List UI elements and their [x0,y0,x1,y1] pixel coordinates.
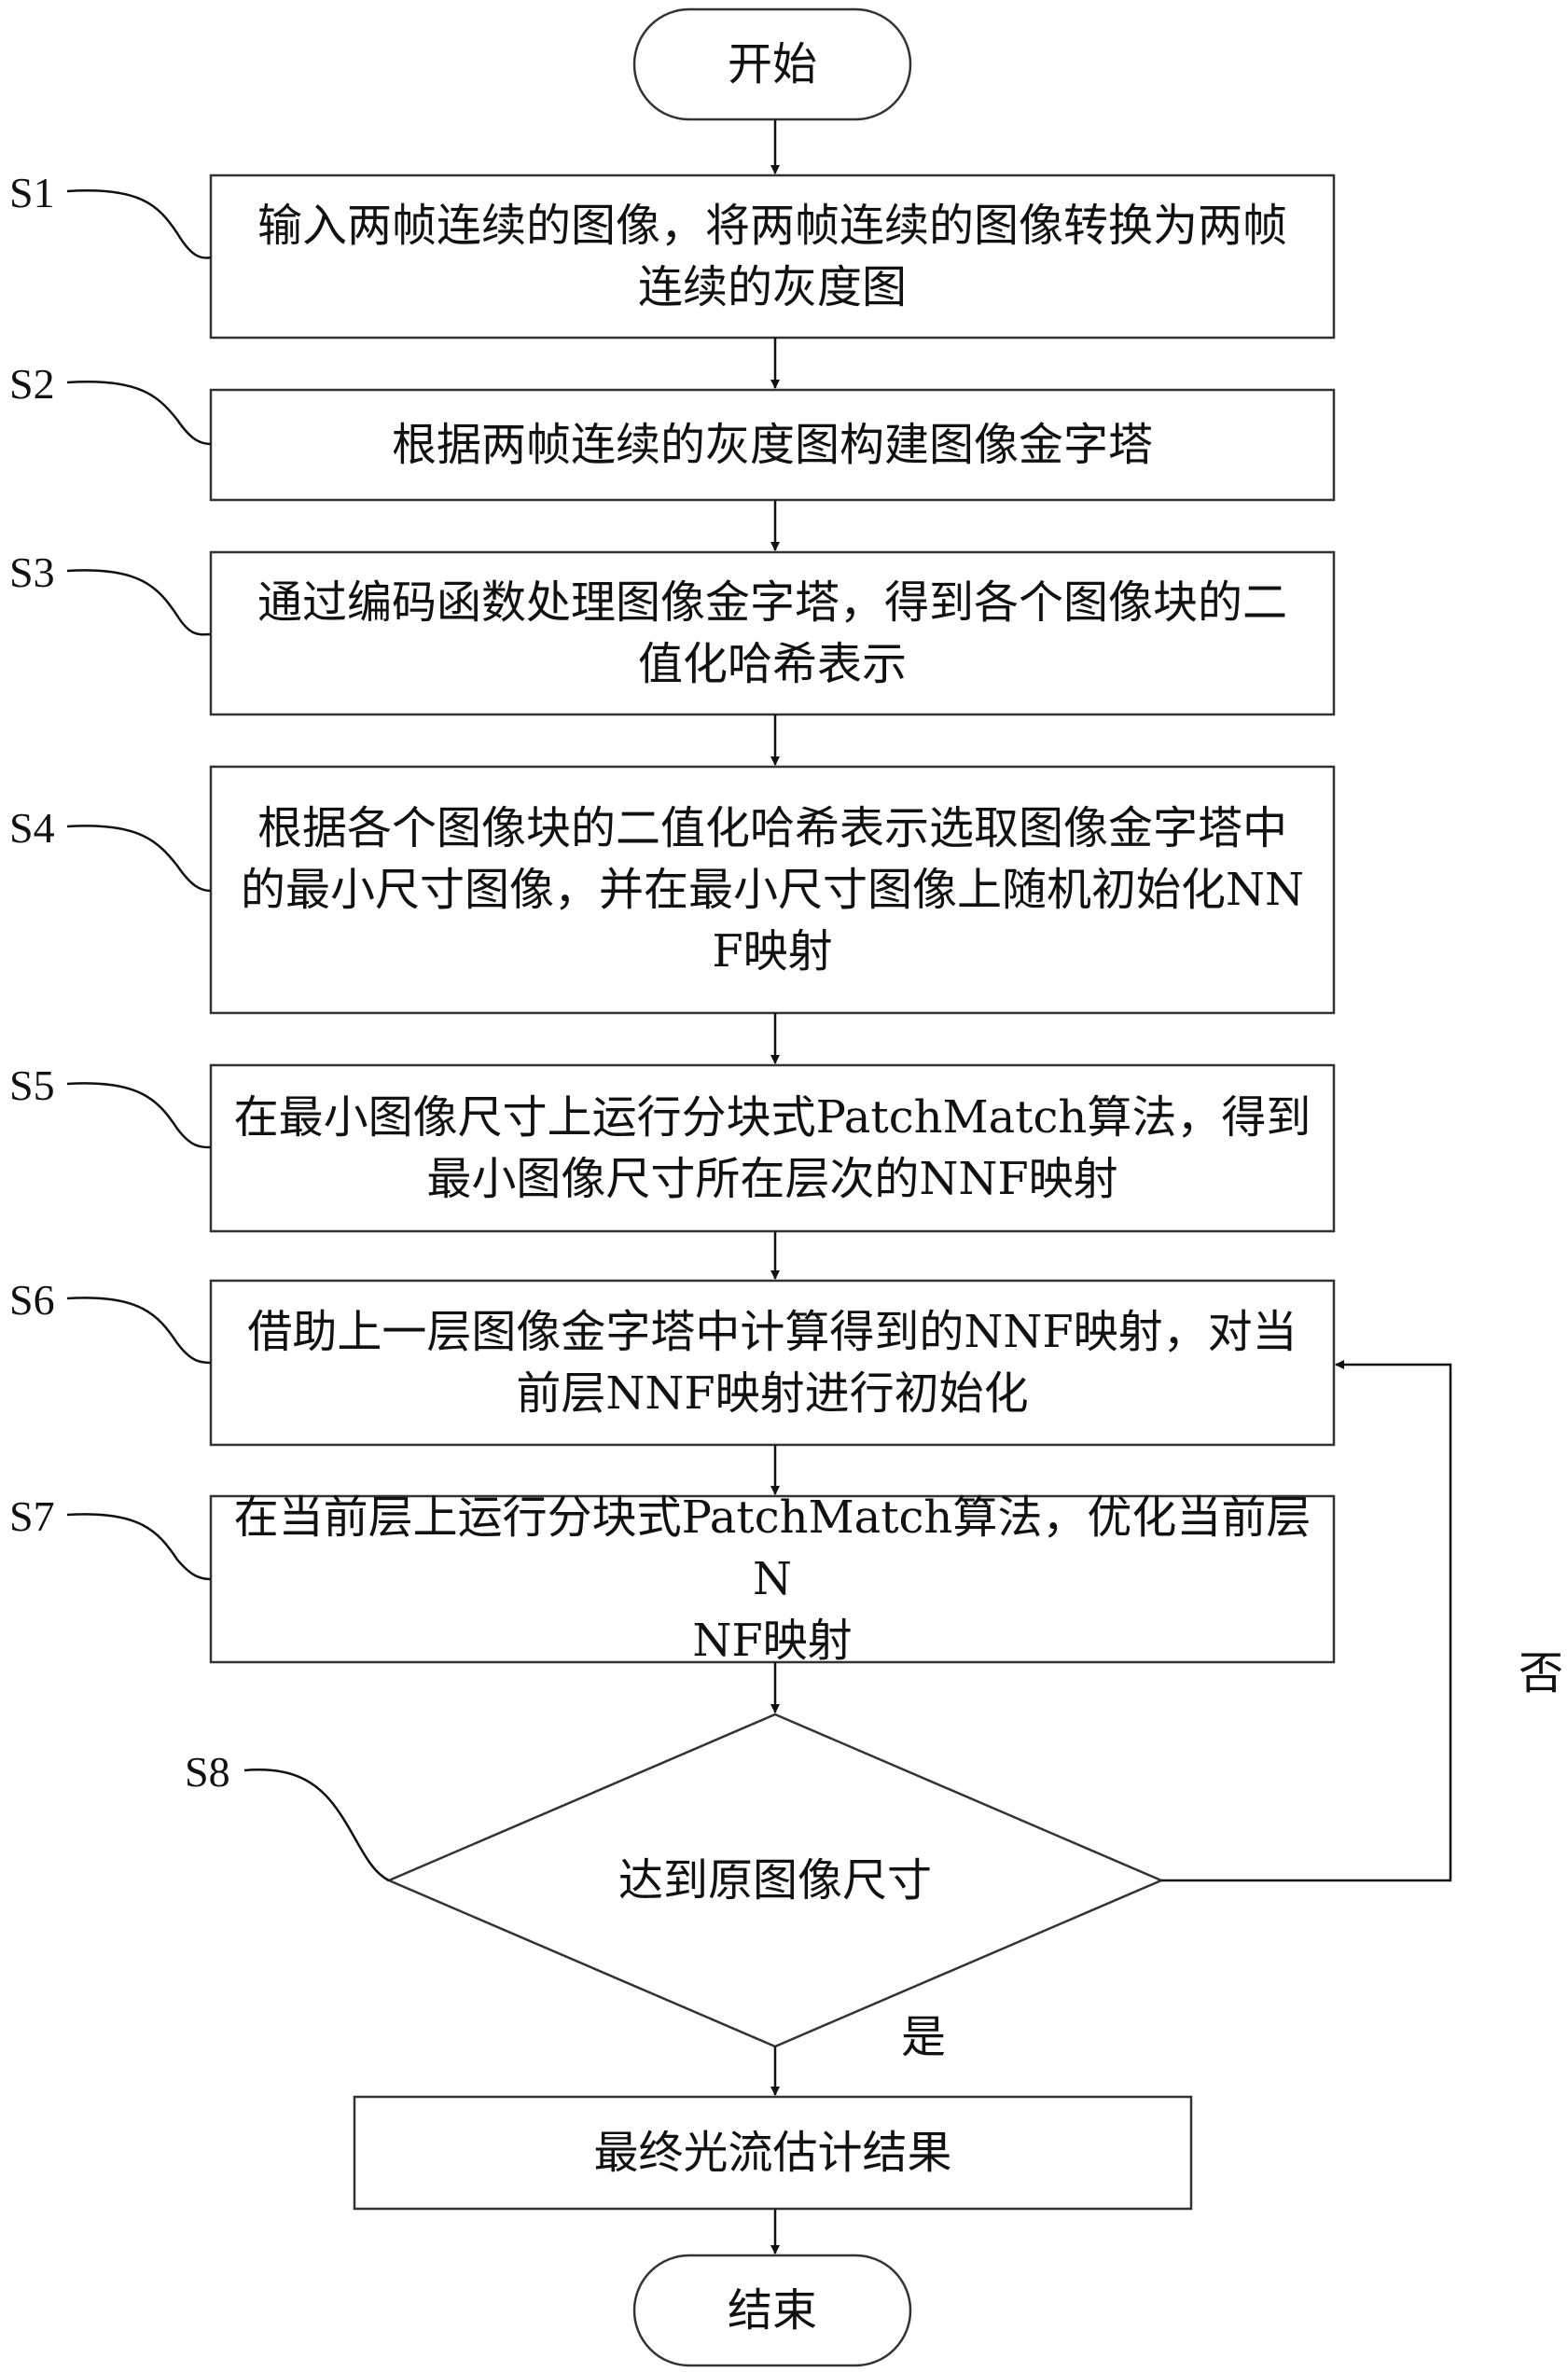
step-label-s3: S3 [9,548,55,596]
step-label-s2: S2 [9,360,55,408]
leader-s4 [66,825,212,893]
step-text-s2: 根据两帧连续的灰度图构建图像金字塔 [391,419,1153,471]
branch-no-label: 否 [1519,1647,1564,1699]
step-text-s7: 在当前层上运行分块式PatchMatch算法，优化当前层N NF映射 [233,1491,1311,1667]
step-label-s1: S1 [9,169,55,216]
leader-s2 [66,381,212,446]
step-text-s4: 根据各个图像块的二值化哈希表示选取图像金字塔中 的最小尺寸图像，并在最小尺寸图像… [240,802,1304,978]
loop-back-connector [1161,1360,1452,1882]
result-text: 最终光流估计结果 [593,2127,952,2179]
step-label-s5: S5 [9,1061,55,1109]
leader-s5 [66,1082,212,1149]
start-text: 开始 [727,38,817,90]
step-text-s5: 在最小图像尺寸上运行分块式PatchMatch算法，得到 最小图像尺寸所在层次的… [233,1091,1311,1205]
step-text-s6: 借助上一层图像金字塔中计算得到的NNF映射，对当 前层NNF映射进行初始化 [247,1306,1297,1420]
step-label-s7: S7 [9,1492,55,1540]
leader-s1 [66,189,212,259]
end-text: 结束 [727,2284,817,2337]
decision-text: 达到原图像尺寸 [617,1854,932,1907]
step-label-s4: S4 [9,804,55,852]
leader-s6 [66,1297,212,1365]
leader-s3 [66,569,212,636]
result-box [353,2095,1193,2211]
step-label-s8: S8 [185,1748,230,1796]
step-text-s1: 输入两帧连续的图像，将两帧连续的图像转换为两帧 连续的灰度图 [257,200,1287,313]
step-label-s6: S6 [9,1276,55,1324]
start-terminal [632,7,912,121]
branch-yes-label: 是 [901,2011,947,2063]
leader-s7 [66,1513,212,1581]
end-terminal [632,2254,912,2367]
step-box-s1 [209,173,1336,340]
step-text-s3: 通过编码函数处理图像金字塔，得到各个图像块的二 值化哈希表示 [257,576,1287,690]
leader-s8 [243,1769,390,1882]
